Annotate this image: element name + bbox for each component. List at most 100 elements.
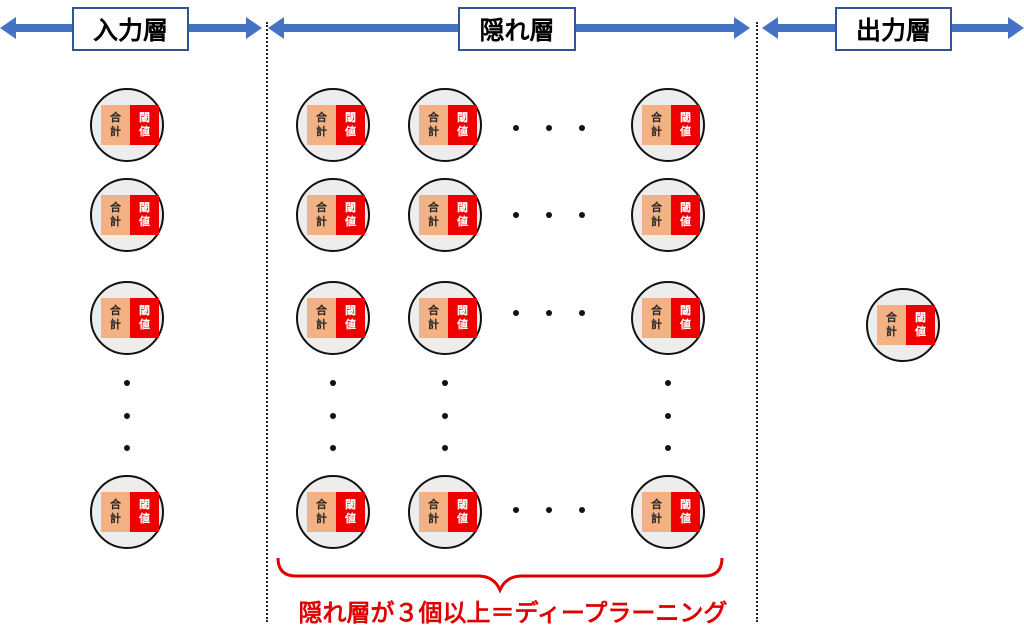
ellipsis-dot <box>579 125 585 131</box>
neuron-sum-cell: 合計 <box>877 305 906 345</box>
sum-char: 合 <box>651 201 662 214</box>
ellipsis-dot <box>546 125 552 131</box>
neuron-threshold-cell: 閾値 <box>336 105 365 145</box>
sum-char: 計 <box>886 325 897 338</box>
sum-char: 計 <box>651 512 662 525</box>
neuron-sum-cell: 合計 <box>101 195 130 235</box>
threshold-char: 値 <box>345 512 356 525</box>
threshold-char: 閾 <box>457 304 468 317</box>
neuron-threshold-cell: 閾値 <box>671 298 700 338</box>
sum-char: 計 <box>110 215 121 228</box>
neuron: 合計閾値 <box>631 475 705 549</box>
neuron: 合計閾値 <box>631 88 705 162</box>
neuron-sum-cell: 合計 <box>642 492 671 532</box>
sum-char: 計 <box>316 215 327 228</box>
ellipsis-dot <box>124 380 130 386</box>
sum-char: 計 <box>316 318 327 331</box>
threshold-char: 値 <box>680 512 691 525</box>
ellipsis-dot <box>665 413 671 419</box>
neuron: 合計閾値 <box>90 178 164 252</box>
threshold-char: 閾 <box>139 304 150 317</box>
sum-char: 計 <box>428 512 439 525</box>
threshold-char: 閾 <box>457 498 468 511</box>
sum-char: 計 <box>428 318 439 331</box>
neuron-sum-cell: 合計 <box>307 492 336 532</box>
threshold-char: 閾 <box>345 111 356 124</box>
sum-char: 合 <box>110 201 121 214</box>
separator-left <box>266 22 268 622</box>
threshold-char: 値 <box>457 215 468 228</box>
neuron: 合計閾値 <box>296 281 370 355</box>
ellipsis-dot <box>442 445 448 451</box>
ellipsis-dot <box>546 507 552 513</box>
neuron-threshold-cell: 閾値 <box>671 195 700 235</box>
threshold-char: 値 <box>457 318 468 331</box>
threshold-char: 閾 <box>680 201 691 214</box>
threshold-char: 値 <box>345 318 356 331</box>
sum-char: 合 <box>316 201 327 214</box>
threshold-char: 閾 <box>915 311 926 324</box>
ellipsis-dot <box>513 212 519 218</box>
sum-char: 合 <box>316 498 327 511</box>
neuron: 合計閾値 <box>90 281 164 355</box>
deep-learning-caption: 隠れ層が３個以上＝ディープラーニング <box>298 599 728 627</box>
neuron-threshold-cell: 閾値 <box>130 298 159 338</box>
neuron: 合計閾値 <box>866 288 940 362</box>
neuron-sum-cell: 合計 <box>642 195 671 235</box>
neuron-threshold-cell: 閾値 <box>906 305 935 345</box>
sum-char: 合 <box>110 304 121 317</box>
neuron-sum-cell: 合計 <box>307 105 336 145</box>
neuron-threshold-cell: 閾値 <box>671 492 700 532</box>
sum-char: 合 <box>651 111 662 124</box>
neuron-sum-cell: 合計 <box>101 492 130 532</box>
threshold-char: 値 <box>680 318 691 331</box>
ellipsis-dot <box>513 310 519 316</box>
sum-char: 計 <box>110 318 121 331</box>
neuron: 合計閾値 <box>296 475 370 549</box>
threshold-char: 閾 <box>139 111 150 124</box>
ellipsis-dot <box>124 445 130 451</box>
input-layer-label: 入力層 <box>72 7 189 51</box>
neuron: 合計閾値 <box>408 88 482 162</box>
neuron-sum-cell: 合計 <box>642 105 671 145</box>
sum-char: 計 <box>110 512 121 525</box>
neuron-threshold-cell: 閾値 <box>130 195 159 235</box>
neuron: 合計閾値 <box>408 475 482 549</box>
threshold-char: 値 <box>915 325 926 338</box>
threshold-char: 値 <box>139 125 150 138</box>
neuron: 合計閾値 <box>90 88 164 162</box>
ellipsis-dot <box>579 310 585 316</box>
neuron-threshold-cell: 閾値 <box>671 105 700 145</box>
neuron-sum-cell: 合計 <box>419 492 448 532</box>
threshold-char: 閾 <box>139 498 150 511</box>
ellipsis-dot <box>442 413 448 419</box>
threshold-char: 値 <box>345 125 356 138</box>
neuron: 合計閾値 <box>408 281 482 355</box>
sum-char: 合 <box>428 111 439 124</box>
threshold-char: 閾 <box>345 201 356 214</box>
ellipsis-dot <box>546 310 552 316</box>
ellipsis-dot <box>442 380 448 386</box>
threshold-char: 値 <box>139 215 150 228</box>
ellipsis-dot <box>330 413 336 419</box>
neuron: 合計閾値 <box>631 281 705 355</box>
threshold-char: 閾 <box>345 498 356 511</box>
sum-char: 合 <box>651 498 662 511</box>
neuron-threshold-cell: 閾値 <box>448 492 477 532</box>
threshold-char: 閾 <box>139 201 150 214</box>
sum-char: 計 <box>651 318 662 331</box>
neuron: 合計閾値 <box>296 178 370 252</box>
ellipsis-dot <box>665 445 671 451</box>
neuron-sum-cell: 合計 <box>419 298 448 338</box>
neuron-sum-cell: 合計 <box>419 195 448 235</box>
ellipsis-dot <box>330 445 336 451</box>
threshold-char: 値 <box>680 125 691 138</box>
neuron-threshold-cell: 閾値 <box>448 195 477 235</box>
sum-char: 合 <box>428 498 439 511</box>
neuron: 合計閾値 <box>90 475 164 549</box>
ellipsis-dot <box>124 413 130 419</box>
sum-char: 合 <box>886 311 897 324</box>
sum-char: 計 <box>651 215 662 228</box>
neuron-sum-cell: 合計 <box>419 105 448 145</box>
